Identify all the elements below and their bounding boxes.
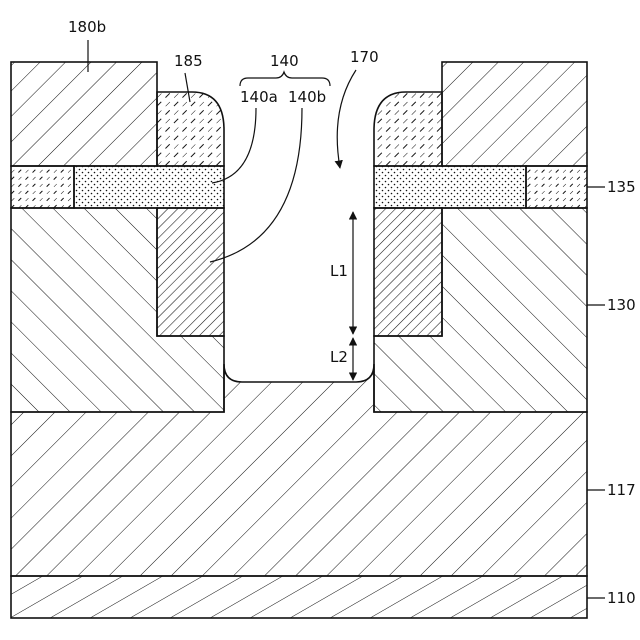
label-170: 170 xyxy=(350,48,379,66)
layer-135-right xyxy=(526,166,587,208)
label-185: 185 xyxy=(174,52,203,70)
spacer-185-right xyxy=(374,92,442,166)
layer-110 xyxy=(11,576,587,618)
region-140a-right xyxy=(374,166,526,208)
region-140b-left xyxy=(157,208,224,336)
label-L2: L2 xyxy=(330,348,348,366)
region-140a-left xyxy=(74,166,224,208)
layer-180b-right xyxy=(442,62,587,166)
label-135: 135 xyxy=(607,178,636,196)
label-140: 140 xyxy=(270,52,299,70)
label-L1: L1 xyxy=(330,262,348,280)
region-140b-right xyxy=(374,208,442,336)
label-180b: 180b xyxy=(68,18,106,36)
label-110: 110 xyxy=(607,589,636,607)
layer-180b-left xyxy=(11,62,157,166)
spacer-185-left xyxy=(157,92,224,166)
brace-140 xyxy=(240,72,330,86)
label-140b: 140b xyxy=(288,88,326,106)
arrow-170 xyxy=(337,70,356,168)
label-130: 130 xyxy=(607,296,636,314)
label-140a: 140a xyxy=(240,88,278,106)
layer-135-left xyxy=(11,166,74,208)
label-117: 117 xyxy=(607,481,636,499)
